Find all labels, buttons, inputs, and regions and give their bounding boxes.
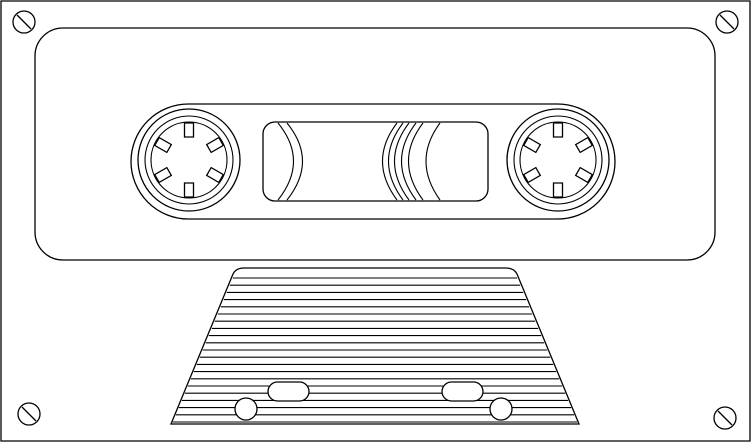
reel-hub-left-icon [138, 109, 240, 211]
screw-icon-top-left [13, 11, 35, 33]
grip-stripes [173, 278, 577, 422]
tape-spool-right [383, 123, 441, 200]
hub-tooth [207, 138, 224, 153]
tape-window [263, 122, 488, 201]
screw-icon-bottom-left [18, 403, 40, 425]
screw-icon-top-right [716, 11, 738, 33]
capstan-hole-left [235, 398, 257, 420]
guide-hole-right [442, 382, 483, 401]
hub-tooth [524, 138, 541, 153]
hub-tooth [524, 168, 541, 183]
guide-hole-left [268, 382, 309, 401]
hub-tooth [554, 183, 563, 197]
tape-head-area [171, 268, 579, 424]
hub-tooth [155, 138, 172, 153]
hub-tooth [207, 168, 224, 183]
hub-tooth [554, 123, 563, 137]
hub-tooth [185, 123, 194, 137]
hub-tooth [185, 183, 194, 197]
hub-tooth [155, 168, 172, 183]
tape-spool-left [278, 123, 303, 200]
screw-icon-bottom-right [714, 407, 736, 429]
capstan-hole-right [490, 398, 512, 420]
hub-tooth [576, 138, 593, 153]
hub-tooth [576, 168, 593, 183]
reel-hub-right-icon [507, 109, 609, 211]
